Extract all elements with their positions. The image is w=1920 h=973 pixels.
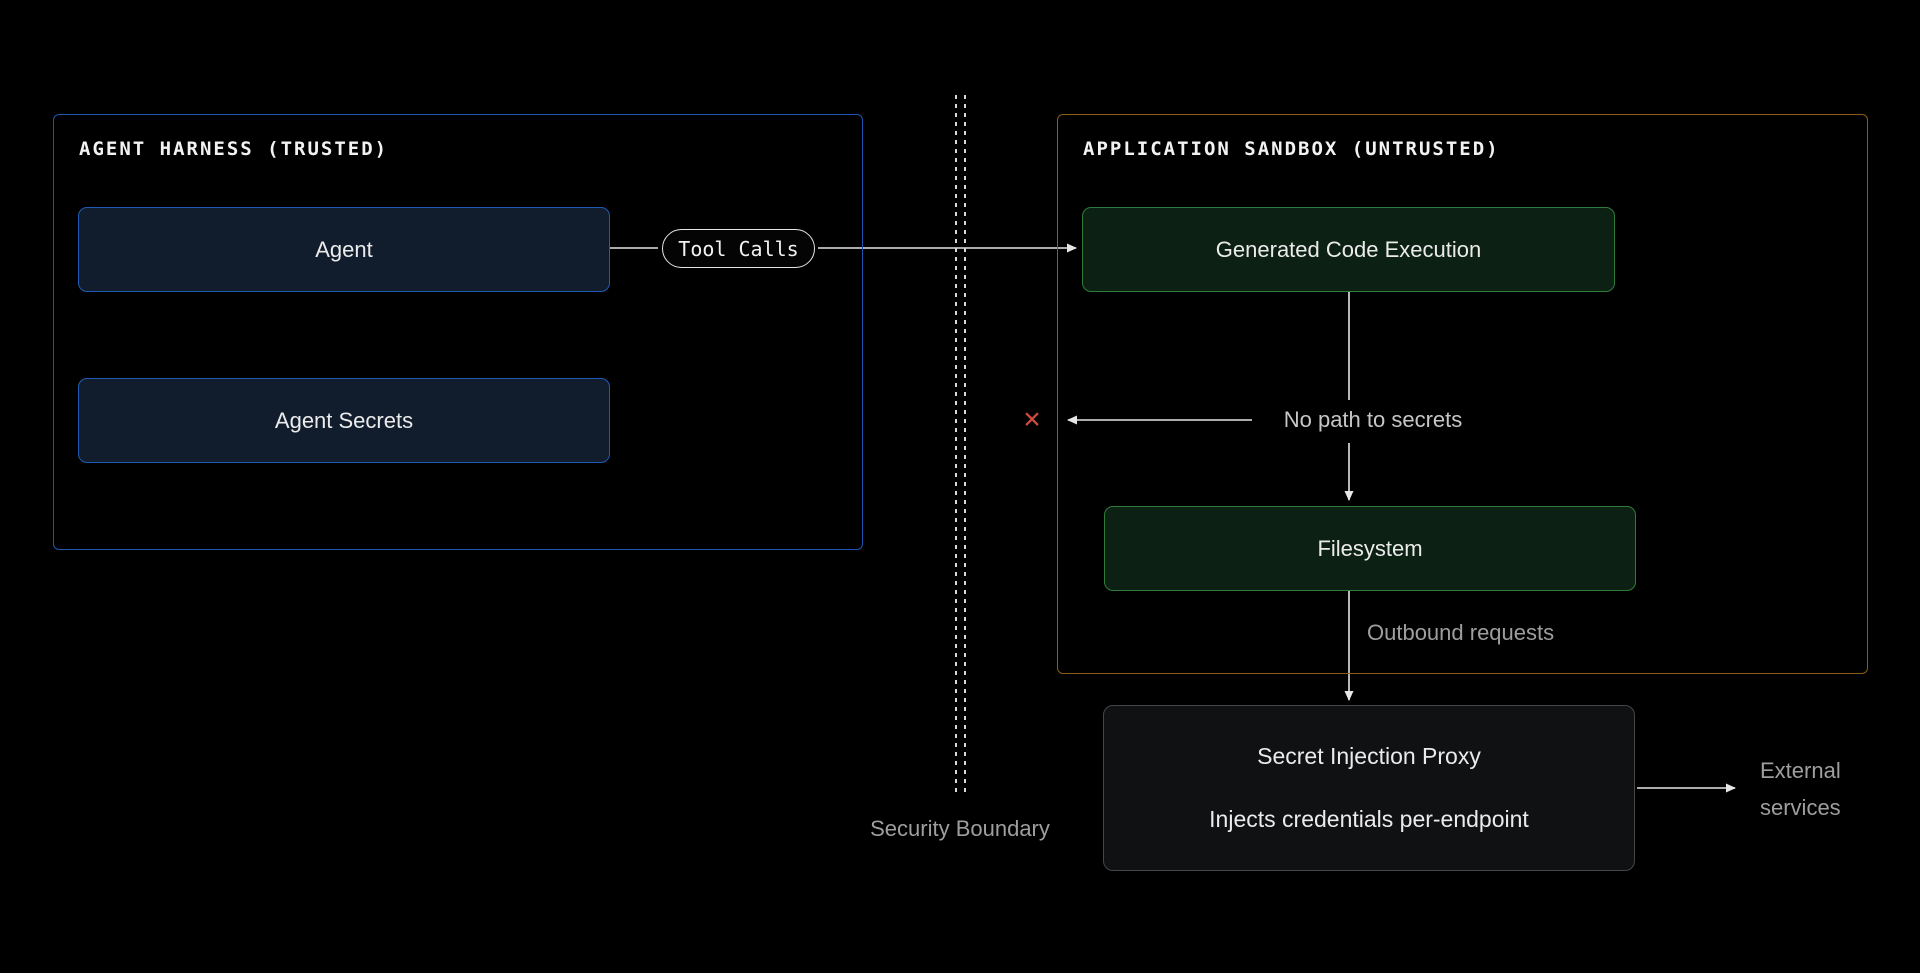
secret-injection-proxy-node: Secret Injection Proxy Injects credentia… — [1103, 705, 1635, 871]
outbound-requests-label: Outbound requests — [1367, 620, 1555, 645]
security-boundary-dashed-line — [955, 95, 957, 793]
agent-harness-title: AGENT HARNESS (TRUSTED) — [79, 138, 389, 160]
proxy-title: Secret Injection Proxy — [1257, 742, 1481, 769]
external-services-line1: External — [1760, 758, 1841, 783]
agent-node-label: Agent — [315, 236, 373, 262]
blocked-x-icon: ✕ — [1022, 406, 1042, 433]
external-services-line2: services — [1760, 795, 1841, 820]
generated-code-execution-label: Generated Code Execution — [1215, 236, 1482, 262]
security-boundary-label: Security Boundary — [870, 816, 1050, 841]
filesystem-node: Filesystem — [1104, 506, 1636, 591]
security-boundary-dashed-line — [964, 95, 966, 793]
application-sandbox-title: APPLICATION SANDBOX (UNTRUSTED) — [1083, 138, 1500, 160]
no-path-to-secrets-label: No path to secrets — [1283, 407, 1463, 432]
filesystem-label: Filesystem — [1317, 535, 1423, 561]
agent-node: Agent — [78, 207, 610, 292]
tool-calls-label: Tool Calls — [678, 236, 799, 261]
tool-calls-pill: Tool Calls — [662, 229, 815, 268]
agent-harness-container: AGENT HARNESS (TRUSTED) Agent Agent Secr… — [53, 114, 863, 550]
proxy-subtitle: Injects credentials per-endpoint — [1209, 806, 1529, 833]
generated-code-execution-node: Generated Code Execution — [1082, 207, 1615, 292]
external-services-label: External services — [1760, 752, 1841, 826]
agent-secrets-node: Agent Secrets — [78, 378, 610, 463]
agent-secrets-node-label: Agent Secrets — [274, 407, 414, 433]
application-sandbox-container: APPLICATION SANDBOX (UNTRUSTED) Generate… — [1057, 114, 1868, 674]
